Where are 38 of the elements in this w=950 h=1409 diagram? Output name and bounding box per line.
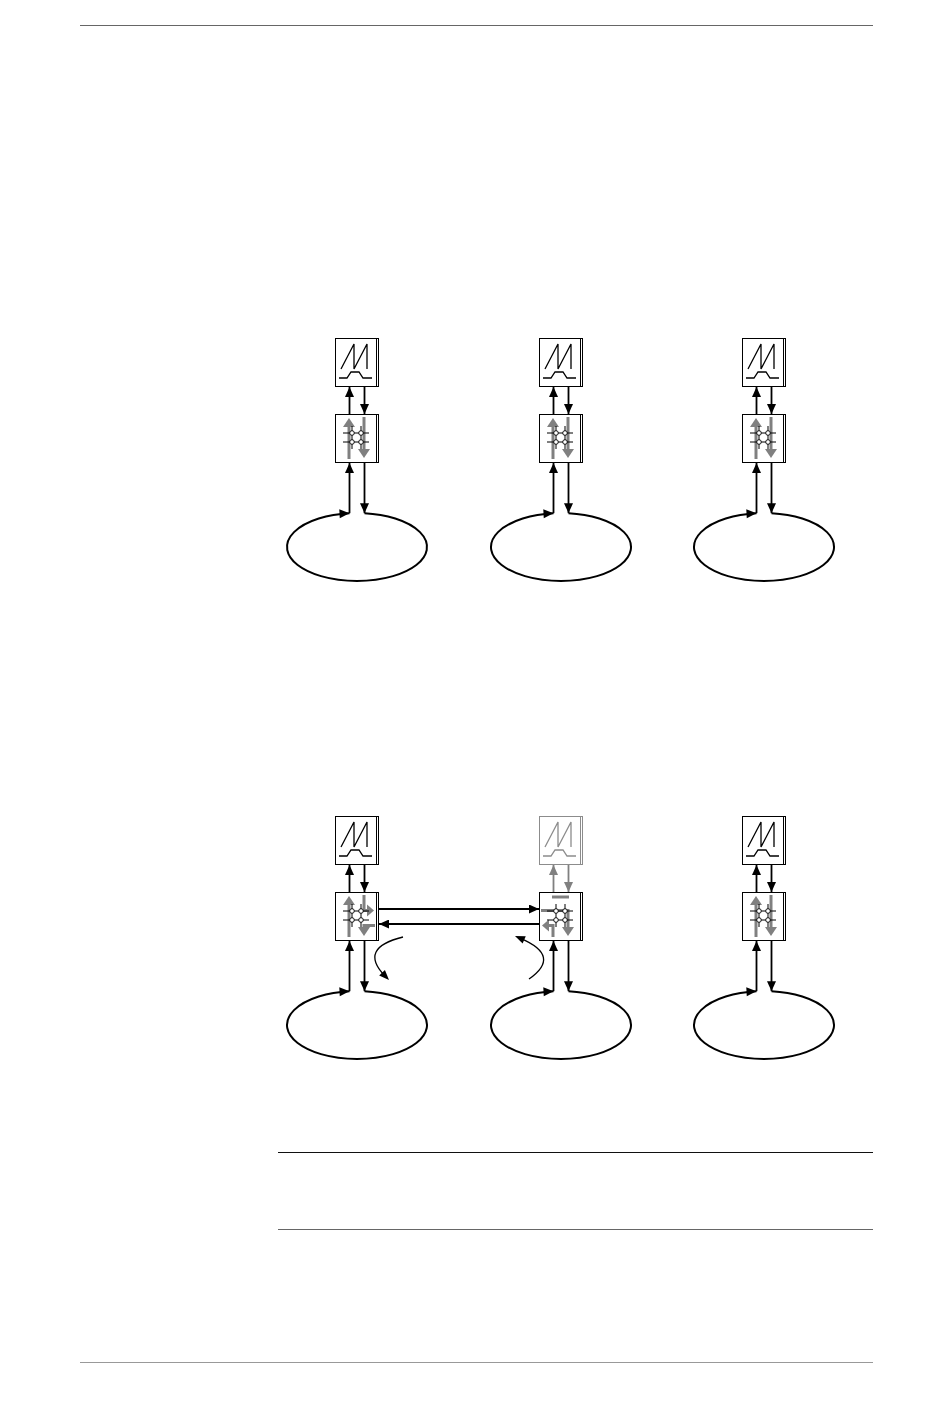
signal-box — [539, 338, 583, 387]
arrow — [564, 386, 573, 415]
arrow — [549, 386, 558, 415]
signal-box — [539, 816, 583, 865]
arrow — [345, 864, 354, 893]
arrow — [564, 864, 573, 893]
arrow — [752, 462, 761, 515]
ring-ellipse — [490, 506, 632, 582]
arrow — [360, 462, 369, 515]
arrow — [752, 386, 761, 415]
arrow — [360, 386, 369, 415]
ring-ellipse — [286, 506, 428, 582]
arrow — [360, 940, 369, 993]
signal-box — [742, 816, 786, 865]
signal-box — [335, 338, 379, 387]
ring-ellipse — [286, 984, 428, 1060]
arrow — [767, 864, 776, 893]
arrow — [549, 462, 558, 515]
arrow — [767, 940, 776, 993]
signal-box — [742, 338, 786, 387]
arrow — [752, 864, 761, 893]
arrow — [360, 864, 369, 893]
ring-ellipse — [693, 506, 835, 582]
signal-box — [335, 816, 379, 865]
arrow — [378, 919, 540, 929]
arrow — [378, 904, 540, 914]
arrow — [752, 940, 761, 993]
ring-ellipse — [693, 984, 835, 1060]
arrow — [345, 386, 354, 415]
arrow — [564, 462, 573, 515]
arrow — [345, 462, 354, 515]
arrow — [767, 386, 776, 415]
arrow — [345, 940, 354, 993]
arrow — [767, 462, 776, 515]
arrow — [564, 940, 573, 993]
ring-ellipse — [490, 984, 632, 1060]
arrow — [549, 864, 558, 893]
arrow — [549, 940, 558, 993]
